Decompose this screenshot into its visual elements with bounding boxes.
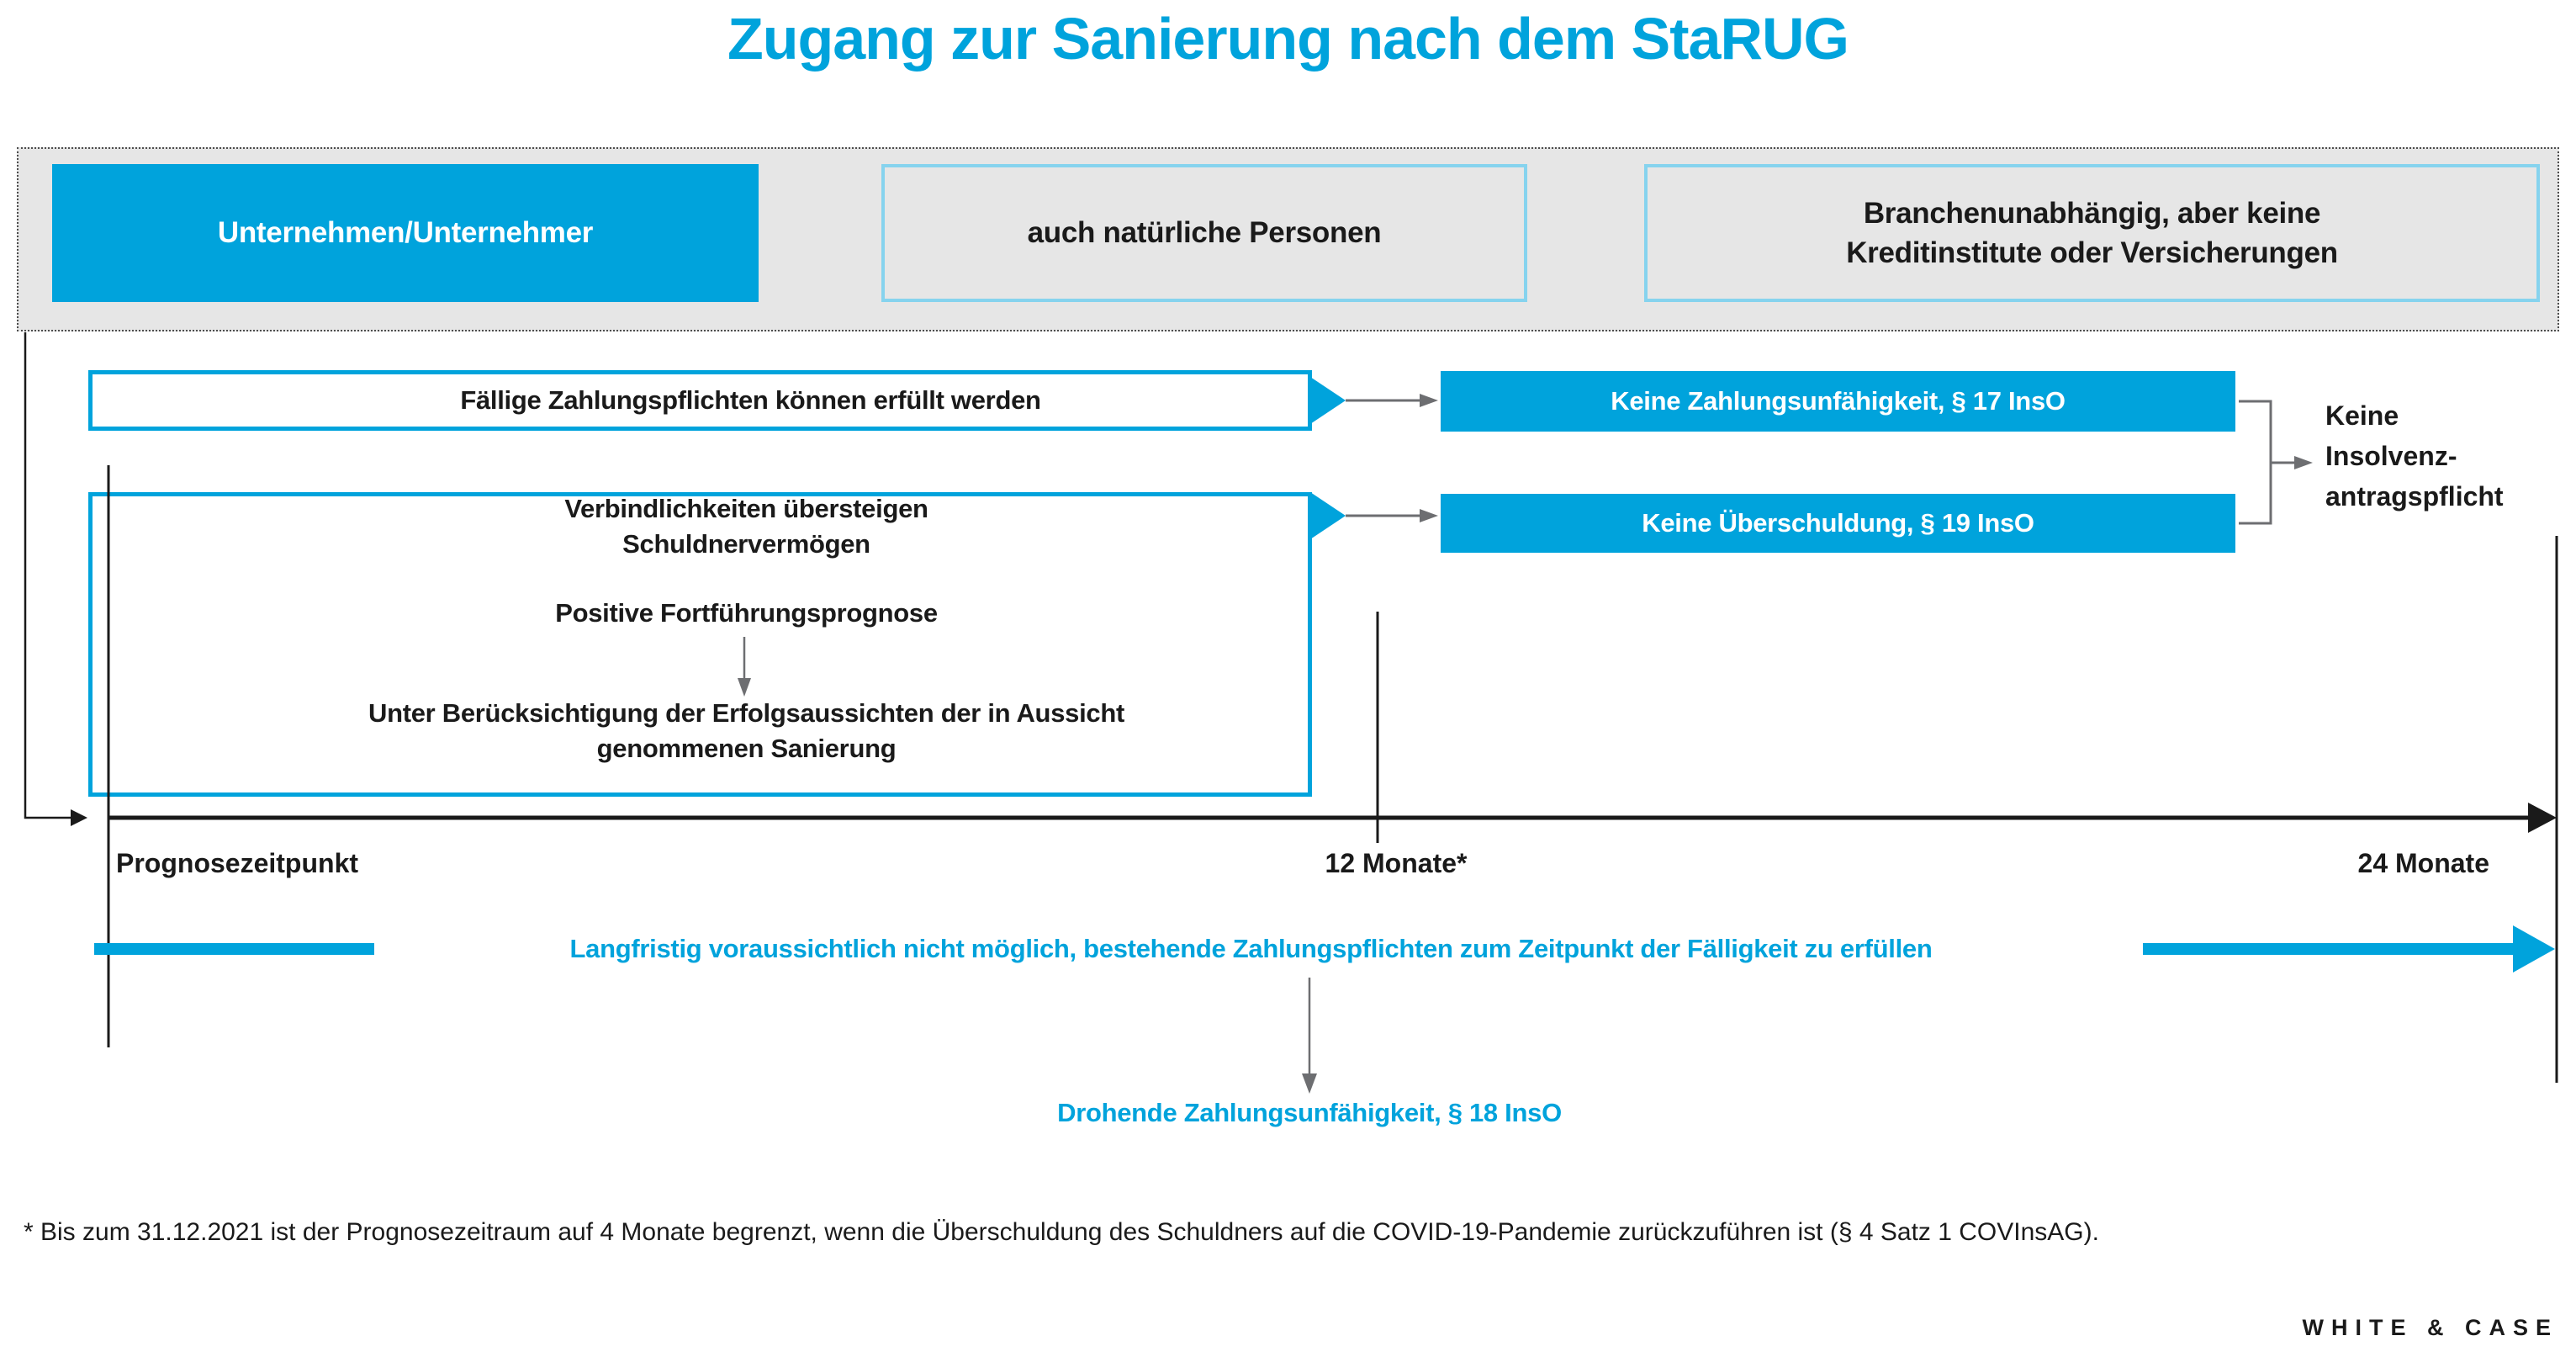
- eligibility-box-natural-persons: auch natürliche Personen: [881, 164, 1527, 302]
- eligibility-box-industry: Branchenunabhängig, aber keine Kreditins…: [1644, 164, 2540, 302]
- consideration-line2: genommenen Sanierung: [596, 734, 897, 763]
- no-overindebtedness-box: Keine Überschuldung, § 19 InsO: [1441, 494, 2235, 553]
- impending-arrowhead-icon: [2513, 925, 2555, 973]
- no-overindebtedness-label: Keine Überschuldung, § 19 InsO: [1642, 508, 2034, 538]
- timeline-label-24-months: 24 Monate: [2357, 848, 2489, 878]
- liquidity-condition-label: Fällige Zahlungspflichten können erfüllt…: [460, 385, 1041, 415]
- white-and-case-logo: WHITE & CASE: [2302, 1315, 2558, 1340]
- impending-result-down-arrowhead-icon: [1302, 1073, 1317, 1094]
- overindebtedness-condition-line2: Schuldnervermögen: [622, 529, 870, 559]
- consideration-line1: Unter Berücksichtigung der Erfolgsaussic…: [368, 698, 1124, 728]
- overindebtedness-connector-arrowhead-icon: [1420, 509, 1438, 522]
- liquidity-connector-arrowhead-icon: [1420, 394, 1438, 407]
- results-bracket: [2239, 400, 2272, 525]
- no-illiquidity-label: Keine Zahlungsunfähigkeit, § 17 InsO: [1611, 386, 2066, 416]
- overindebtedness-condition-box: [88, 492, 1312, 797]
- impending-insolvency-arrow-text: Langfristig voraussichtlich nicht möglic…: [569, 934, 1933, 963]
- no-filing-obligation-label: Keine Insolvenz- antragspflicht: [2325, 400, 2504, 512]
- impending-insolvency-result-label: Drohende Zahlungsunfähigkeit, § 18 InsO: [1057, 1098, 1562, 1127]
- footnote: * Bis zum 31.12.2021 ist der Prognosezei…: [24, 1218, 2099, 1246]
- bracket-arrowhead-icon: [2294, 456, 2313, 469]
- eligibility-industry-label: Branchenunabhängig, aber keine Kreditins…: [1846, 196, 2338, 269]
- eligibility-box-entity: Unternehmen/Unternehmer: [52, 164, 759, 302]
- liquidity-condition-box: Fällige Zahlungspflichten können erfüllt…: [88, 370, 1312, 431]
- page-title: Zugang zur Sanierung nach dem StaRUG: [727, 6, 1849, 72]
- timeline-arrowhead-icon: [2528, 803, 2557, 833]
- no-illiquidity-box: Keine Zahlungsunfähigkeit, § 17 InsO: [1441, 371, 2235, 432]
- entry-arrowhead-icon: [71, 809, 87, 826]
- eligibility-natural-persons-label: auch natürliche Personen: [1027, 216, 1382, 250]
- positive-prognosis-label: Positive Fortführungsprognose: [555, 598, 938, 628]
- timeline-label-12-months: 12 Monate*: [1325, 848, 1468, 878]
- entry-connector-arrow: [24, 332, 71, 819]
- timeline-label-prognosis: Prognosezeitpunkt: [116, 848, 359, 878]
- eligibility-entity-label: Unternehmen/Unternehmer: [217, 216, 594, 250]
- overindebtedness-condition-line1: Verbindlichkeiten übersteigen: [564, 494, 928, 523]
